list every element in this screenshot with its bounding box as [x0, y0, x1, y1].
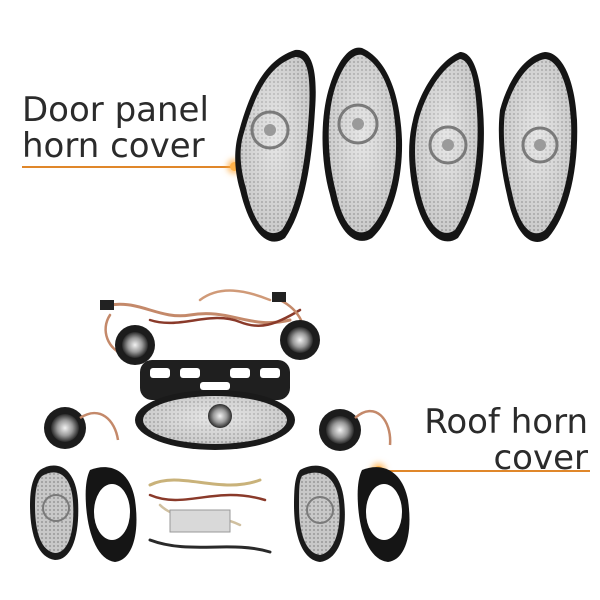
speaker-cover-bottom-right [294, 465, 345, 562]
tweeter-mid-right [319, 409, 392, 451]
door-label-line1: Door panel [22, 90, 209, 130]
door-leader-dot [230, 162, 239, 171]
door-label-line2: horn cover [22, 126, 205, 166]
wire-harness-bottom [148, 478, 272, 554]
door-cover-2 [322, 47, 403, 241]
door-leader-line [22, 166, 234, 168]
speaker-frame-bottom-left [85, 467, 137, 562]
speaker-frame-bottom-right [357, 467, 410, 562]
door-cover-1 [235, 49, 316, 242]
roof-label-line1: Roof horn [424, 402, 588, 442]
tweeter-top-right [280, 320, 320, 360]
roof-horn-cover [135, 390, 295, 450]
roof-leader-line [378, 470, 590, 472]
tweeter-mid-left [44, 407, 120, 449]
roof-bracket [140, 360, 290, 400]
tweeter-top-left [115, 325, 155, 365]
door-panel-horn-cover-label: Door panel horn cover [22, 92, 209, 164]
door-cover-3 [409, 52, 484, 242]
speaker-cover-bottom-left [30, 465, 79, 560]
door-cover-4 [498, 52, 578, 243]
